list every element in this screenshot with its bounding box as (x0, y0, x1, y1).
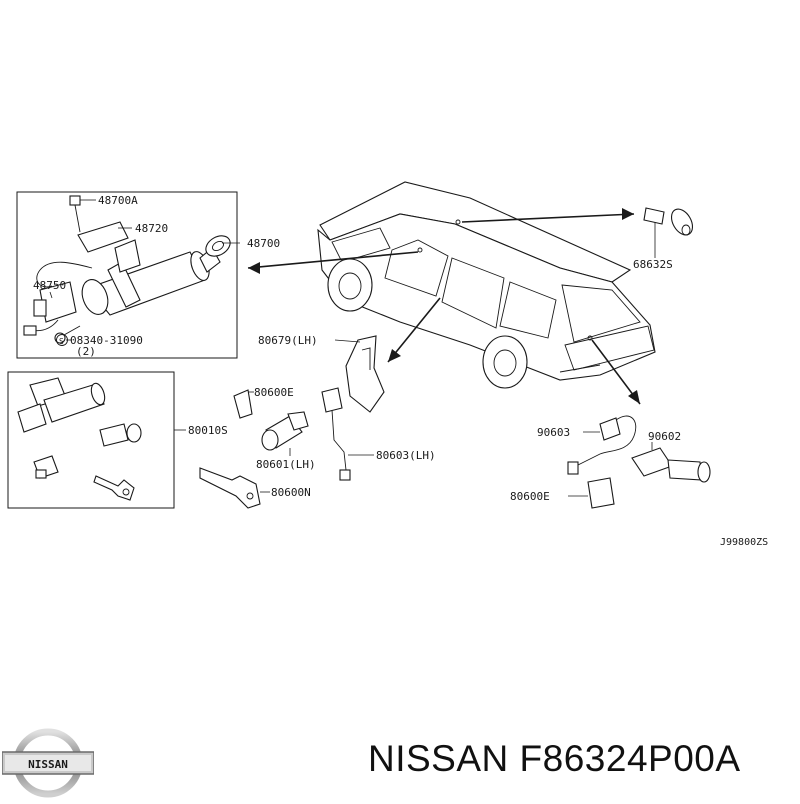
key-cylinder-set-frame (7, 371, 175, 509)
figure-id: J99800ZS (720, 537, 768, 548)
vehicle-outline (317, 181, 656, 389)
label-80601-lh: 80601(LH) (256, 458, 316, 471)
label-08340-qty: (2) (76, 345, 96, 358)
label-80679-lh: 80679(LH) (258, 334, 318, 347)
label-48720: 48720 (135, 222, 168, 235)
part-68632s: 68632S (633, 207, 694, 271)
label-48700a: 48700A (98, 194, 138, 207)
label-90602: 90602 (648, 430, 681, 443)
label-90603: 90603 (537, 426, 570, 439)
nissan-logo: NISSAN (1, 726, 95, 800)
circled-s-symbol (56, 334, 68, 346)
label-68632s: 68632S (633, 258, 673, 271)
label-80600e-left: 80600E (254, 386, 294, 399)
label-80603-lh: 80603(LH) (376, 449, 436, 462)
steering-lock-frame (16, 191, 238, 359)
label-08340-31090: 08340-31090 (70, 334, 143, 347)
door-lock-group: 80679(LH) 80600E 80601(LH) 80603(LH) 806… (199, 334, 436, 509)
indicator-arrows (247, 208, 641, 405)
label-80010s: 80010S (188, 424, 228, 437)
label-80600n: 80600N (271, 486, 311, 499)
circled-s-letter: S (59, 337, 64, 346)
label-80600e-right: 80600E (510, 490, 550, 503)
logo-wordmark: NISSAN (28, 758, 68, 771)
label-48750: 48750 (33, 279, 66, 292)
brand-part-number: NISSAN F86324P00A (368, 738, 741, 779)
rear-lock-group: 90603 90602 80600E (510, 415, 711, 509)
steering-lock-assembly-box: 48700A 48720 48700 48750 S 08340-31090 (… (16, 191, 280, 359)
key-cylinder-set-box: 80010S (7, 371, 228, 509)
label-48700: 48700 (247, 237, 280, 250)
